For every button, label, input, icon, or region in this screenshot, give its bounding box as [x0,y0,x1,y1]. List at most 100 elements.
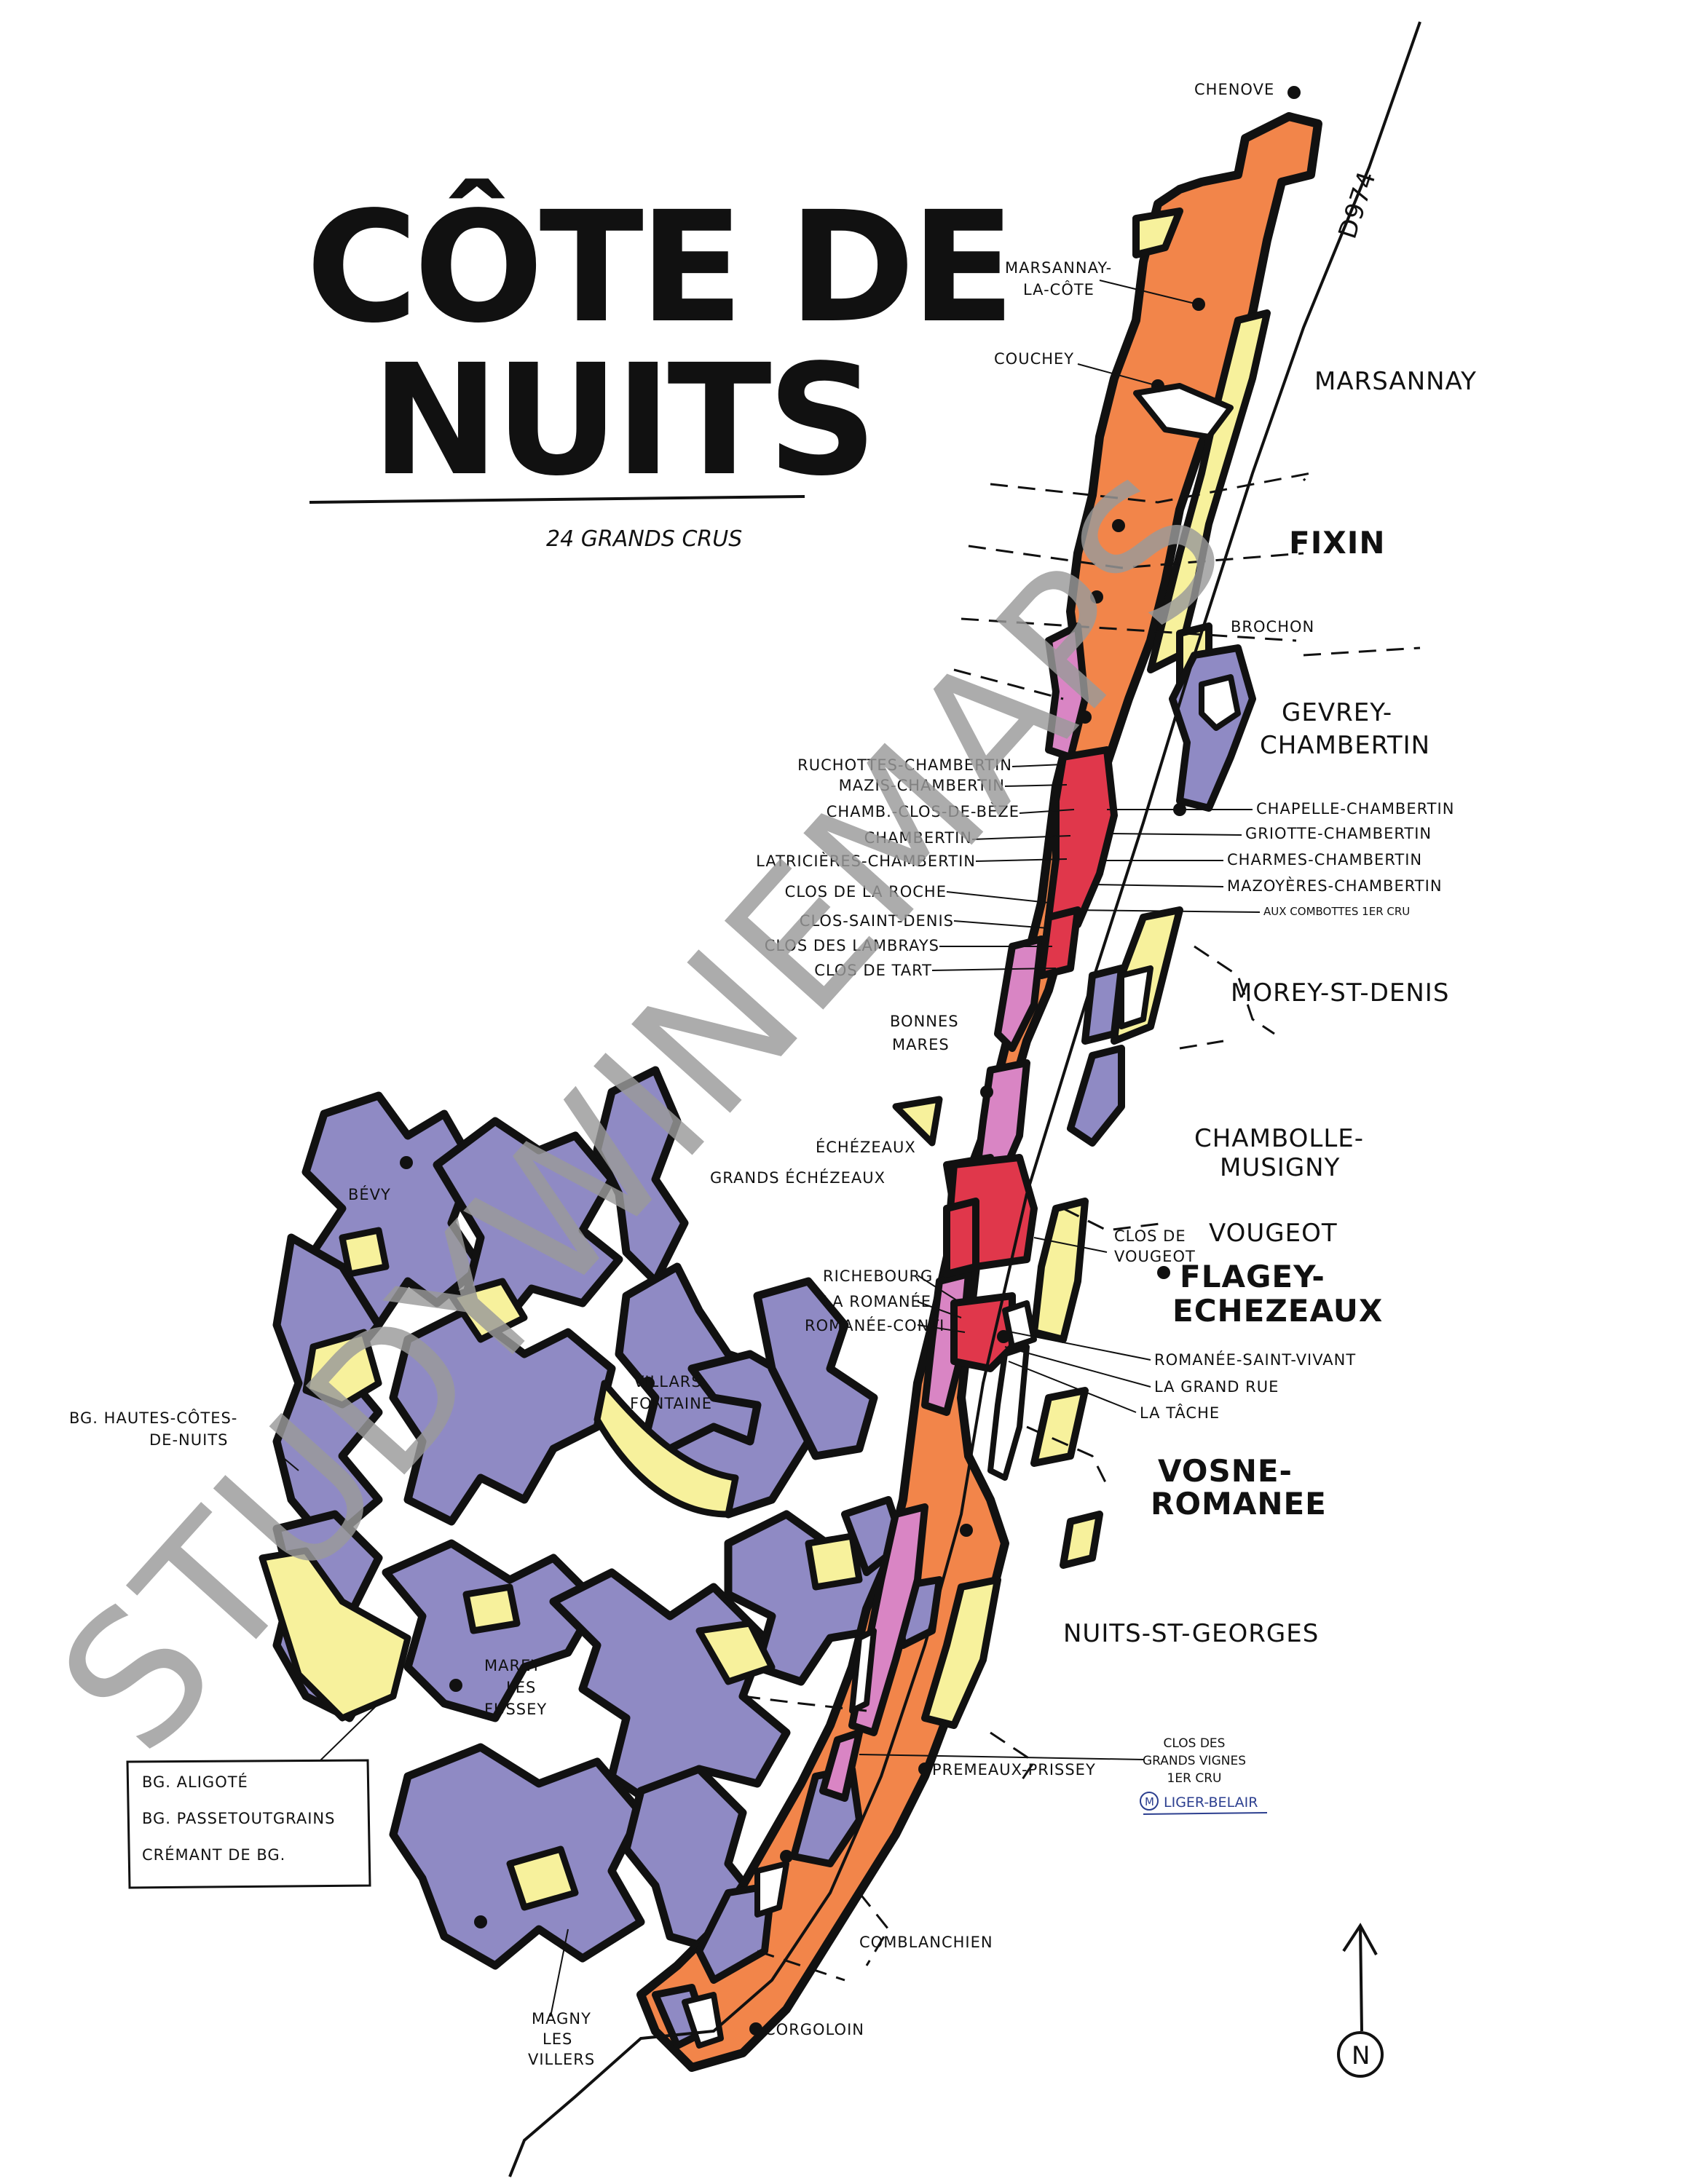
dot-bevy [400,1156,413,1169]
leader-tache [1008,1361,1137,1413]
label-grand-rue: LA GRAND RUE [1154,1378,1279,1396]
town-premeaux [849,1628,877,1714]
label-grands-vignes-3: 1ER CRU [1167,1771,1222,1786]
label-ruchottes: RUCHOTTES-CHAMBERTIN [797,756,1012,774]
label-lambrays: CLOS DES LAMBRAYS [765,937,939,954]
label-marey-2: LES [506,1679,536,1696]
label-griotte: GRIOTTE-CHAMBERTIN [1245,825,1432,842]
label-magny-2: LES [543,2030,572,2048]
label-conti: ROMANÉE-CONTI [805,1316,944,1334]
boundary-11 [990,1731,1036,1784]
leader-couchey [1077,363,1159,387]
leader-grand-rue [1004,1346,1151,1388]
village-dots [400,86,1301,2035]
leader-magny [550,1928,569,2017]
leader-roche [946,891,1049,903]
bourgogne-patch-3 [593,1380,739,1518]
road-line [508,21,1421,2177]
north-arrow-shaft [1359,1925,1363,2032]
label-gevrey-1: GEVREY- [1282,698,1392,727]
grand-cru-echezeaux [943,1198,979,1278]
label-nuits: NUITS-ST-GEORGES [1063,1619,1319,1648]
grands-vignes-label: CLOS DES GRANDS VIGNES 1ER CRU [1143,1736,1246,1786]
dot-villars [642,1377,655,1390]
town-corgoloin [682,1992,724,2049]
dot-fixin [1112,519,1125,532]
dot-premeaux [918,1762,931,1776]
bourgogne-patches [259,1096,943,1911]
bourgogne-nuits [921,1576,1001,1729]
vosne-cru-labels: RICHEBOURG LA ROMANÉE ROMANÉE-CONTI ROMA… [805,1267,1355,1422]
label-vougeot: VOUGEOT [1209,1219,1338,1248]
producer-underline [1143,1812,1268,1815]
boundary-3 [961,617,1297,642]
label-echezeaux: ÉCHÉZEAUX [816,1138,916,1156]
dot-fixin-2 [1090,590,1103,604]
producer-label: M LIGER-BELAIR [1140,1792,1268,1815]
label-marey-1: MAREY [484,1657,541,1674]
leader-mazoyeres [1092,884,1224,887]
dot-flagey [1157,1266,1170,1279]
producer-mark-circle [1140,1792,1159,1811]
label-comblanchien: COMBLANCHIEN [859,1934,993,1951]
town-vosne [1002,1300,1037,1350]
label-marey-3: FUSSEY [484,1701,547,1718]
label-richebourg: RICHEBOURG [823,1267,933,1285]
bourgogne-patch-5 [462,1583,521,1634]
mid-cru-labels: BONNES MARES ÉCHÉZEAUX GRANDS ÉCHÉZEAUX … [710,1013,1196,1265]
legend-passetoutgrains: BG. PASSETOUTGRAINS [142,1810,335,1827]
label-marsannay-cote-1: MARSANNAY- [1005,259,1112,277]
dot-vosne [997,1330,1010,1343]
boundary-5 [1303,646,1421,657]
leader-hautes-cotes [276,1452,299,1471]
hautes-cotes-zone-ne [593,1066,689,1286]
label-flagey-2: ECHEZEAUX [1172,1293,1383,1329]
label-clos-vougeot-1: CLOS DE [1114,1227,1186,1245]
label-grands-echezeaux: GRANDS ÉCHÉZEAUX [710,1168,886,1187]
label-combottes: AUX COMBOTTES 1ER CRU [1263,905,1410,918]
bourgogne-patch-1 [302,1329,382,1409]
leader-grands-vignes [859,1754,1144,1760]
boundary-6 [1194,945,1275,1035]
leader-chambertin [971,835,1071,840]
dot-comblanchien [780,1850,793,1863]
label-corgoloin: CORGOLOIN [765,2021,864,2038]
leader-griotte [1106,833,1242,836]
label-tart: CLOS DE TART [814,962,932,979]
label-magny-1: MAGNY [532,2010,591,2027]
label-chambolle-2: MUSIGNY [1220,1153,1340,1182]
leader-st-vivant [1011,1332,1151,1361]
title-line1: CÔTE DE [306,178,1011,357]
label-clos-vougeot-2: VOUGEOT [1114,1248,1196,1265]
commune-boundaries [742,471,1421,1982]
bourgogne-patch-10 [339,1227,390,1278]
title-underline [309,495,805,504]
label-villars-2: FONTAINE [630,1395,712,1412]
dot-chambolle [980,1085,993,1099]
north-arrow-head [1342,1923,1378,1955]
boundary-10 [742,1695,867,1712]
label-la-romanee: LA ROMANÉE [823,1292,931,1310]
leader-conti [917,1324,966,1333]
bourgogne-east-band-2 [1132,207,1183,258]
dot-brochon [1078,711,1092,724]
label-bonnes-2: MARES [892,1036,950,1053]
label-mazoyeres: MAZOYÈRES-CHAMBERTIN [1227,877,1443,895]
bourgogne-vosne-east [1060,1511,1103,1569]
label-bonnes-1: BONNES [890,1013,959,1030]
label-latricieres: LATRICIÈRES-CHAMBERTIN [756,852,976,870]
label-vosne-1: VOSNE- [1158,1453,1293,1489]
road-label: D974 [1333,167,1382,242]
label-beze: CHAMB.-CLOS-DE-BÈZE [827,802,1019,820]
regional-morey-east [1081,965,1125,1045]
label-brochon: BROCHON [1231,618,1314,636]
dot-corgoloin [749,2022,762,2035]
legend-box: BG. ALIGOTÉ BG. PASSETOUTGRAINS CRÉMANT … [126,1759,371,1889]
leader-ruchottes [1011,764,1064,767]
label-grands-vignes-2: GRANDS VIGNES [1143,1754,1246,1768]
boundary-8 [1062,1207,1166,1232]
leader-la-romanee [917,1301,962,1318]
cote-strip [636,112,1322,2072]
dot-magny [474,1915,487,1928]
